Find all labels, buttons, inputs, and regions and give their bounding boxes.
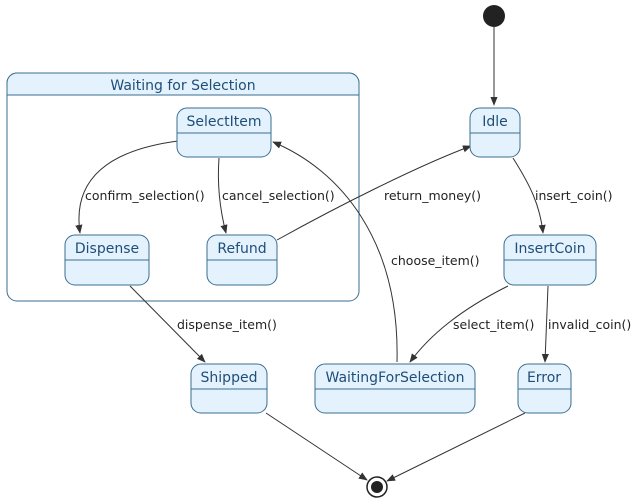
edge-cancel-selection: [217, 157, 228, 234]
final-state: [366, 476, 388, 498]
label-invalid-coin: invalid_coin(): [548, 317, 631, 332]
state-idle[interactable]: Idle: [469, 107, 521, 158]
composite-title: Waiting for Selection: [110, 78, 255, 94]
edge-insert-coin: [512, 157, 546, 234]
state-error-label: Error: [527, 370, 561, 386]
edge-select-item: [409, 285, 509, 363]
state-waiting-for-selection[interactable]: WaitingForSelection: [314, 363, 476, 414]
edge-confirm-selection: [75, 140, 179, 234]
label-dispense-item: dispense_item(): [177, 317, 277, 332]
edge-invalid-coin: [541, 285, 549, 363]
label-return-money: return_money(): [384, 188, 481, 203]
edge-choose-item: [272, 141, 398, 363]
composite-waiting-for-selection: Waiting for Selection: [6, 72, 360, 302]
composite-box: [6, 72, 360, 302]
edge-error-final: [386, 412, 526, 482]
state-shipped[interactable]: Shipped: [190, 363, 268, 414]
state-refund-label: Refund: [217, 241, 266, 257]
composite-header: [6, 72, 360, 96]
state-idle-label: Idle: [482, 114, 508, 130]
label-select-item: select_item(): [453, 317, 534, 332]
state-select-item[interactable]: SelectItem: [176, 107, 272, 158]
initial-state: [483, 5, 505, 27]
state-waiting-for-selection-label: WaitingForSelection: [326, 370, 465, 386]
label-confirm-selection: confirm_selection(): [85, 188, 205, 203]
state-insert-coin-label: InsertCoin: [514, 241, 585, 257]
edge-shipped-final: [265, 412, 368, 481]
label-cancel-selection: cancel_selection(): [222, 188, 335, 203]
edge-return-money: [276, 145, 472, 241]
state-dispense[interactable]: Dispense: [64, 234, 150, 286]
state-refund[interactable]: Refund: [206, 234, 278, 286]
state-error[interactable]: Error: [517, 363, 572, 414]
label-insert-coin: insert_coin(): [535, 188, 613, 203]
state-insert-coin[interactable]: InsertCoin: [503, 234, 597, 286]
label-choose-item: choose_item(): [391, 253, 480, 268]
edge-dispense-item: [129, 285, 206, 363]
state-shipped-label: Shipped: [201, 370, 258, 386]
state-select-item-label: SelectItem: [186, 114, 261, 130]
state-dispense-label: Dispense: [75, 241, 139, 257]
